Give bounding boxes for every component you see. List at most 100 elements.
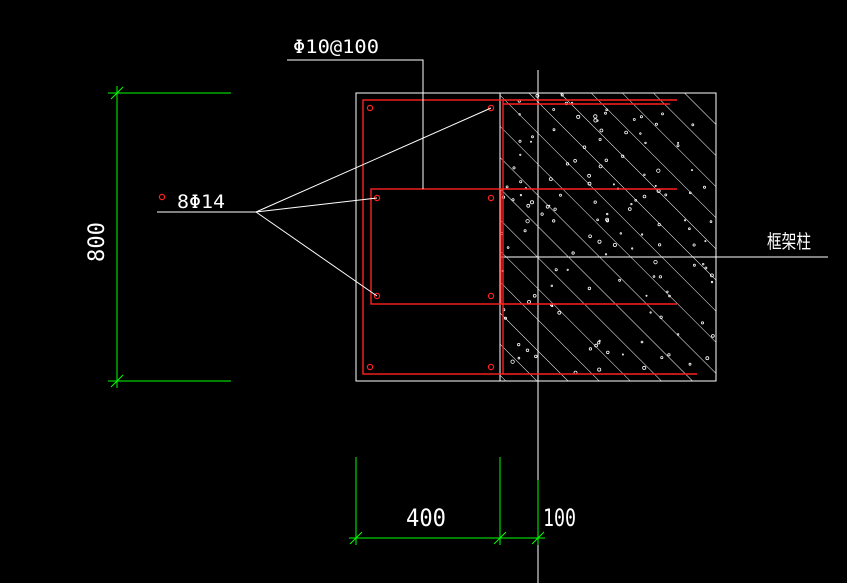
speckle-dot: [704, 266, 708, 270]
speckle-dot: [535, 93, 540, 98]
speckle-dot: [596, 218, 599, 222]
longitudinal-bars: [158, 104, 495, 371]
speckle-dot: [634, 199, 637, 202]
speckle-dot: [688, 191, 692, 195]
speckle-dot: [593, 118, 598, 123]
speckle-dot: [552, 108, 556, 111]
speckle-dot: [691, 123, 695, 127]
speckle-dot: [548, 204, 551, 207]
speckle-dot: [711, 334, 715, 338]
bar-bottom-left: [366, 363, 374, 371]
outer-stirrup: [362, 99, 504, 375]
height-dim-tick-bottom: [110, 374, 124, 388]
legend-bar-symbol: [158, 193, 166, 201]
speckle-dot: [644, 141, 647, 145]
speckle-dot: [649, 311, 652, 314]
speckle-dot: [597, 367, 602, 372]
speckle-dot: [525, 219, 530, 224]
speckle-dot: [582, 145, 587, 149]
speckle-dot: [710, 273, 714, 278]
speckle-dot: [664, 193, 668, 197]
speckle-dot: [645, 294, 648, 297]
speckle-dot: [639, 115, 643, 119]
speckle-dot: [588, 347, 593, 351]
width-dim-tick-left: [349, 531, 363, 545]
stirrup-label: Φ10@100: [293, 36, 379, 58]
jacket-outline: [355, 92, 717, 382]
speckle-dot: [654, 184, 657, 187]
speckle-dot: [526, 203, 531, 208]
speckle-dot: [553, 207, 557, 211]
speckle-dot: [702, 263, 705, 266]
speckle-dot: [566, 268, 569, 271]
speckle-dot: [587, 181, 592, 186]
speckle-dot: [532, 293, 537, 298]
speckle-dot: [631, 247, 634, 250]
bar-leader-to-top: [255, 107, 492, 213]
speckle-dot: [598, 164, 603, 169]
height-dim-tick-top: [110, 86, 124, 100]
speckle-dot: [658, 275, 663, 279]
speckle-dot: [606, 350, 610, 355]
speckle-dot: [701, 321, 705, 325]
bar-top-right: [487, 104, 495, 112]
speckle-dot: [540, 212, 544, 216]
speckle-dot: [548, 177, 553, 182]
speckle-dot: [588, 234, 592, 239]
speckle-dot: [523, 229, 527, 233]
speckle-dot: [621, 353, 624, 356]
bar-top-left: [366, 104, 374, 112]
longitudinal-bar-label: 8Φ14: [177, 191, 225, 213]
speckle-dot: [550, 284, 554, 288]
speckle-dot: [693, 263, 696, 267]
speckle-dot: [552, 219, 556, 223]
speckle-dot: [612, 183, 615, 186]
speckle-dot: [512, 166, 516, 170]
speckle-dot: [511, 198, 515, 202]
speckle-dot: [587, 173, 591, 178]
speckle-dot: [554, 268, 558, 272]
speckle-dot: [518, 139, 522, 143]
speckle-dot: [703, 185, 707, 189]
speckle-dot: [593, 114, 598, 119]
speckle-dot: [639, 132, 642, 135]
width-dim-tick-mid: [493, 531, 507, 545]
speckle-dot: [632, 118, 636, 121]
frame-column-label: 框架柱: [767, 231, 811, 253]
speckle-dot: [565, 162, 570, 166]
speckle-dot: [593, 200, 597, 204]
speckle-dot: [624, 130, 628, 135]
speckle-dot: [630, 203, 633, 206]
speckle-dot: [552, 128, 556, 132]
speckle-dot: [510, 359, 515, 364]
speckle-dot: [618, 278, 621, 282]
rebar-cage: [362, 99, 697, 375]
speckle-dot: [604, 111, 607, 115]
speckle-dot: [530, 140, 533, 143]
speckle-dot: [606, 212, 609, 216]
speckle-dot: [621, 154, 625, 158]
bar-mid-right-upper: [487, 194, 495, 202]
dimension-lines: [108, 86, 545, 545]
speckle-dot: [642, 194, 647, 199]
bar-bottom-right: [487, 363, 495, 371]
speckle-dot: [517, 342, 521, 347]
speckle-dot: [627, 207, 632, 211]
speckle-dot: [599, 128, 604, 133]
speckle-dot: [598, 137, 602, 141]
speckle-dot: [557, 310, 562, 315]
speckle-dot: [640, 340, 644, 344]
bar-mid-right-lower: [487, 292, 495, 300]
speckle-dot: [519, 194, 523, 197]
speckle-dot: [605, 219, 610, 223]
speckle-dot: [612, 242, 617, 247]
leaders: [157, 59, 492, 297]
speckle-dot: [676, 144, 680, 148]
bar-leader-to-mid: [255, 197, 378, 213]
frame-column-section: [499, 92, 717, 382]
speckle-dot: [598, 339, 601, 342]
speckle-dot: [657, 223, 661, 227]
speckle-dot: [604, 158, 608, 162]
speckle-dot: [503, 316, 507, 320]
speckle-dot: [709, 220, 713, 223]
